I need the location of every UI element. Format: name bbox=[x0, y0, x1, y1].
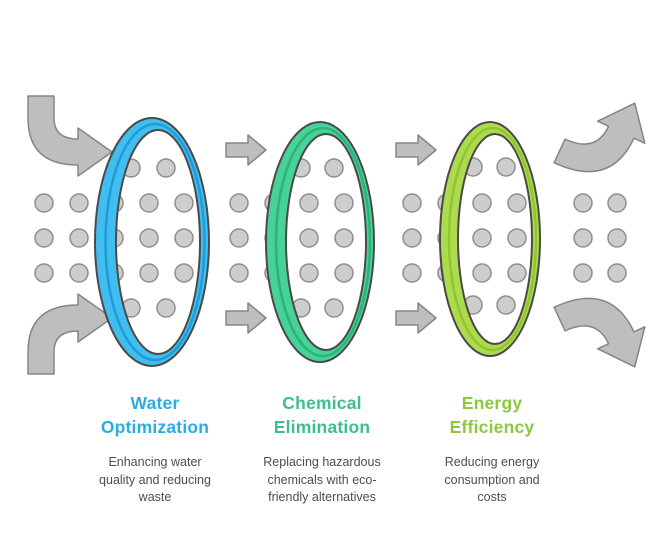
particle-dot bbox=[139, 193, 159, 213]
particle-dot bbox=[324, 158, 344, 178]
stage-label-chemical-elimination: Chemical Elimination Replacing hazardous… bbox=[222, 392, 422, 506]
outflow-arrow-bottom-right bbox=[553, 297, 646, 368]
particle-dot bbox=[607, 263, 627, 283]
stage-ring-chemical-elimination bbox=[265, 121, 375, 363]
particle-dot bbox=[607, 228, 627, 248]
flow-arrow-bottom-2 bbox=[395, 302, 437, 334]
stage-title: Chemical Elimination bbox=[273, 393, 371, 437]
stage-title: Water Optimization bbox=[100, 393, 210, 437]
particle-dot bbox=[607, 193, 627, 213]
flow-arrow-top-1 bbox=[225, 134, 267, 166]
stage-description: Enhancing water quality and reducing was… bbox=[99, 455, 211, 504]
particle-dot bbox=[156, 158, 176, 178]
particle-dot bbox=[324, 298, 344, 318]
particle-dot bbox=[496, 295, 516, 315]
particle-dot bbox=[69, 263, 89, 283]
particle-dot bbox=[156, 298, 176, 318]
particle-dot bbox=[299, 193, 319, 213]
particle-dot bbox=[174, 263, 194, 283]
stage-ring-energy-efficiency bbox=[439, 121, 541, 357]
stage-label-water-optimization: Water Optimization Enhancing water quali… bbox=[55, 392, 255, 506]
ring-stripe bbox=[447, 126, 538, 352]
particle-dot bbox=[496, 157, 516, 177]
ring-stripe bbox=[104, 122, 206, 362]
particle-dot bbox=[507, 263, 527, 283]
stage-title: Energy Efficiency bbox=[449, 393, 535, 437]
particle-dot bbox=[472, 263, 492, 283]
particle-dot bbox=[69, 228, 89, 248]
particle-dot bbox=[229, 263, 249, 283]
ring-band bbox=[265, 121, 375, 363]
particle-dot bbox=[34, 263, 54, 283]
inflow-arrow-bottom-left bbox=[27, 293, 113, 375]
diagram-canvas bbox=[27, 95, 646, 375]
particle-dot bbox=[573, 263, 593, 283]
ring-band bbox=[439, 121, 541, 357]
particle-dot bbox=[472, 228, 492, 248]
particle-dot bbox=[34, 193, 54, 213]
particle-dot bbox=[402, 228, 422, 248]
particle-dot bbox=[402, 193, 422, 213]
particle-dot bbox=[507, 193, 527, 213]
particle-dot bbox=[69, 193, 89, 213]
stage-ring-water-optimization bbox=[94, 117, 210, 367]
stage-label-energy-efficiency: Energy Efficiency Reducing energy consum… bbox=[392, 392, 592, 506]
particle-dot bbox=[334, 263, 354, 283]
particle-dot bbox=[299, 263, 319, 283]
particle-dot bbox=[299, 228, 319, 248]
stage-description: Reducing energy consumption and costs bbox=[444, 455, 540, 504]
particle-dot bbox=[573, 193, 593, 213]
flow-arrow-bottom-1 bbox=[225, 302, 267, 334]
particle-dot bbox=[334, 228, 354, 248]
particle-dot bbox=[139, 263, 159, 283]
particle-dot bbox=[507, 228, 527, 248]
particle-dot bbox=[402, 263, 422, 283]
inflow-arrow-top-left bbox=[27, 95, 113, 177]
particle-dot bbox=[174, 193, 194, 213]
particle-dot bbox=[334, 193, 354, 213]
stage-description: Replacing hazardous chemicals with eco- … bbox=[263, 455, 381, 504]
particle-dot bbox=[573, 228, 593, 248]
particle-dot bbox=[229, 228, 249, 248]
particle-dot bbox=[229, 193, 249, 213]
flow-arrow-top-2 bbox=[395, 134, 437, 166]
ring-band bbox=[94, 117, 210, 367]
particle-dot bbox=[472, 193, 492, 213]
particle-dot bbox=[139, 228, 159, 248]
particle-dot bbox=[34, 228, 54, 248]
ring-stripe bbox=[274, 126, 372, 358]
outflow-arrow-top-right bbox=[553, 102, 646, 173]
particle-dot bbox=[174, 228, 194, 248]
